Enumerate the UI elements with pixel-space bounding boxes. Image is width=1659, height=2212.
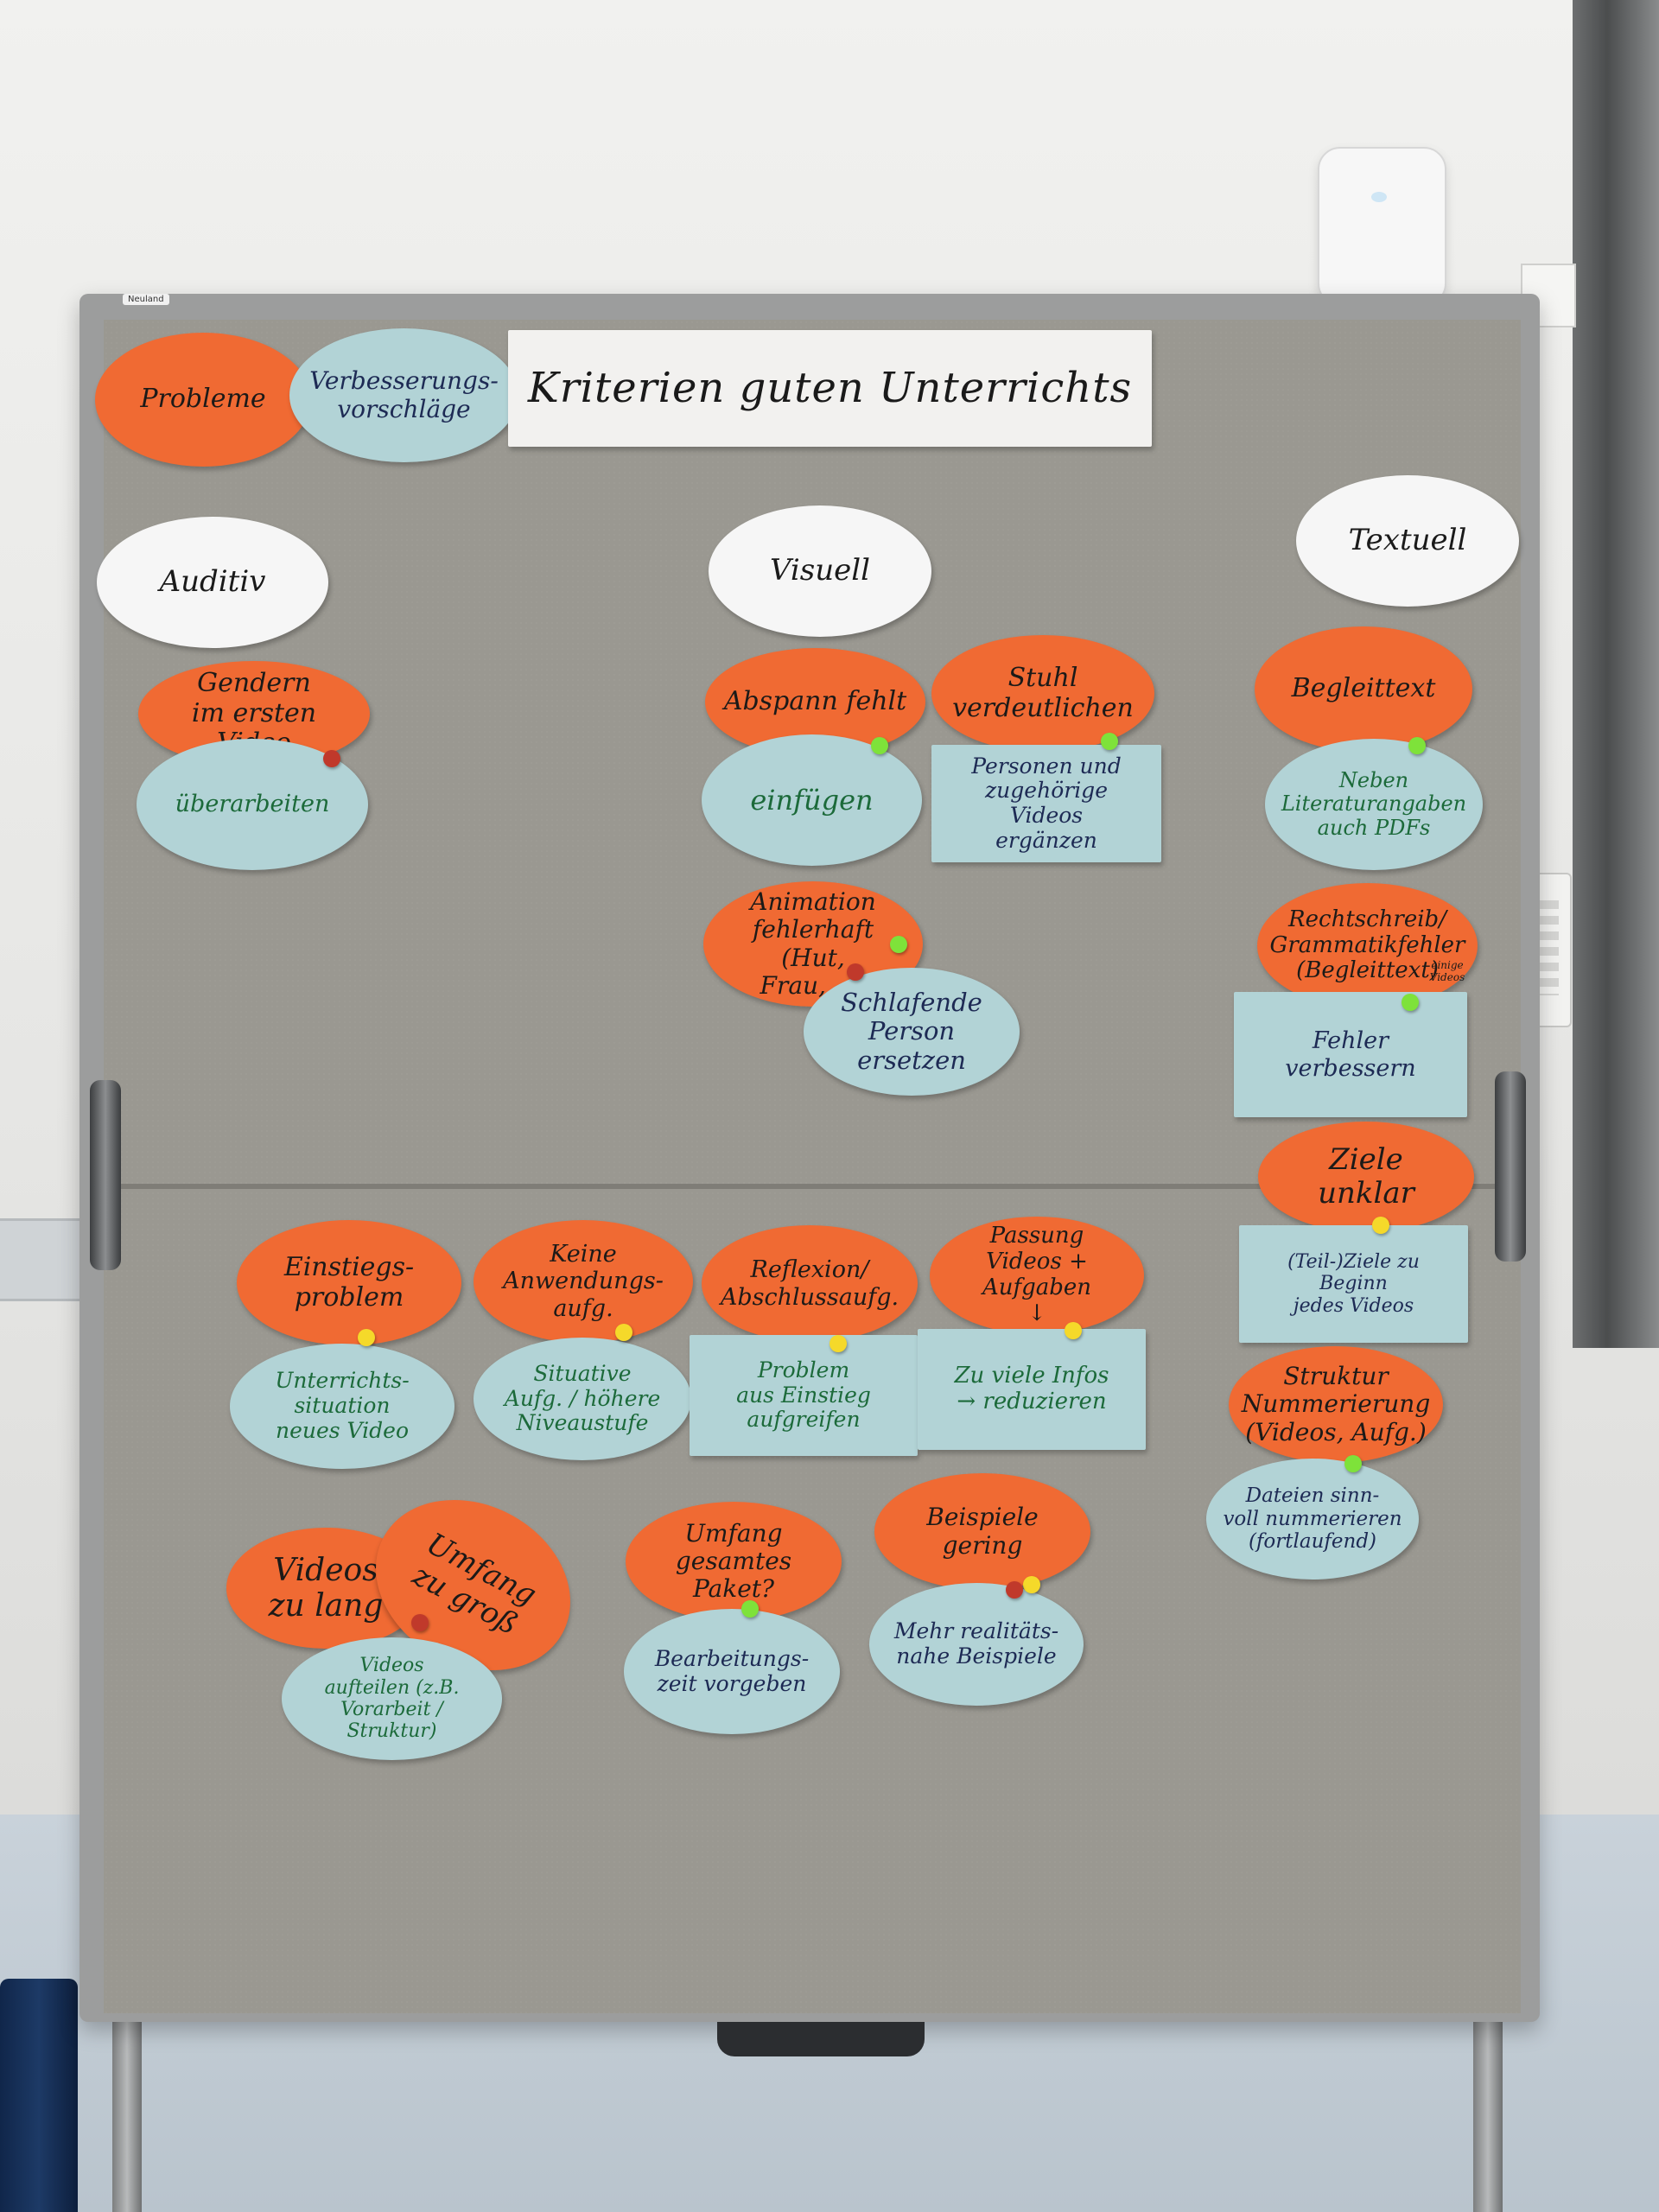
category-text: Textuell	[1296, 475, 1519, 607]
suggestion-card-zu-viele: Zu viele Infos → reduzieren	[918, 1329, 1146, 1450]
suggestion-card-videos-aufteilen: Videos aufteilen (z.B. Vorarbeit / Struk…	[282, 1637, 502, 1760]
suggestion-card-personen: Personen und zugehörige Videos ergänzen	[931, 745, 1161, 862]
pushpin-icon	[847, 963, 864, 981]
suggestion-card-fehler: Fehler verbessern	[1234, 992, 1467, 1117]
marker-tray	[717, 2022, 925, 2056]
pushpin-icon	[1372, 1217, 1389, 1234]
rechtschreib-annotation: einige Videos	[1429, 959, 1465, 983]
suggestion-card-situative: Situative Aufg. / höhere Niveaustufe	[474, 1338, 691, 1460]
pushpin-icon	[358, 1329, 375, 1346]
problem-card-reflexion: Reflexion/ Abschlussaufg.	[702, 1225, 918, 1342]
pushpin-icon	[830, 1335, 847, 1352]
wifi-access-point-icon	[1318, 147, 1446, 306]
pushpin-icon	[1101, 733, 1118, 750]
suggestion-card-teilziele: (Teil-)Ziele zu Beginn jedes Videos	[1239, 1225, 1468, 1343]
pushpin-icon	[1402, 994, 1419, 1011]
pushpin-icon	[411, 1614, 429, 1631]
problem-card-umfang-paket: Umfang gesamtes Paket?	[626, 1502, 842, 1621]
problem-card-beispiele: Beispiele gering	[874, 1473, 1090, 1590]
category-visual: Visuell	[709, 505, 931, 637]
suggestion-card-dateien: Dateien sinn- voll nummerieren (fortlauf…	[1206, 1459, 1419, 1580]
suggestion-card-unterricht: Unterrichts- situation neues Video	[230, 1344, 454, 1469]
problem-card-keine: Keine Anwendungs- aufg.	[474, 1220, 693, 1343]
suggestion-card-einfuegen: einfügen	[702, 734, 922, 866]
suggestion-card-bearbeitung: Bearbeitungs- zeit vorgeben	[624, 1609, 840, 1734]
pushpin-icon	[1023, 1576, 1040, 1593]
category-audio: Auditiv	[97, 517, 328, 648]
problem-card-stuhl: Stuhl verdeutlichen	[931, 635, 1154, 752]
pushpin-icon	[1344, 1455, 1362, 1472]
problem-card-ziele: Ziele unklar	[1258, 1122, 1474, 1232]
brand-label: Neuland	[123, 294, 169, 305]
suggestion-card-schlafende: Schlafende Person ersetzen	[804, 968, 1020, 1096]
suggestion-card-neben: Neben Literaturangaben auch PDFs	[1265, 739, 1483, 870]
legend-suggestions-card: Verbesserungs- vorschläge	[289, 328, 518, 462]
problem-card-rechtschreib: Rechtschreib/ Grammatikfehler (Begleitte…	[1257, 883, 1478, 1008]
legend-problems-card: Probleme	[95, 333, 311, 467]
problem-card-begleittext: Begleittext	[1255, 626, 1472, 752]
pushpin-icon	[1006, 1581, 1023, 1599]
board-clamp-left	[90, 1080, 121, 1270]
board-title: Kriterien guten Unterrichts	[508, 330, 1152, 447]
door-frame	[1573, 0, 1659, 1348]
problem-card-passung: Passung Videos + Aufgaben ↓	[930, 1217, 1144, 1334]
problem-card-einstieg: Einstiegs- problem	[237, 1220, 461, 1345]
problem-card-struktur: Struktur Nummerierung (Videos, Aufg.)	[1229, 1346, 1443, 1463]
pushpin-icon	[1408, 737, 1426, 754]
pushpin-icon	[741, 1600, 759, 1618]
suggestion-card-mehr: Mehr realitäts- nahe Beispiele	[869, 1583, 1084, 1706]
pushpin-icon	[323, 750, 340, 767]
pushpin-icon	[890, 936, 907, 953]
pushpin-icon	[871, 737, 888, 754]
pushpin-icon	[615, 1324, 632, 1341]
board-clamp-right	[1495, 1071, 1526, 1262]
pinboard-seam	[104, 1184, 1521, 1189]
waste-bin	[0, 1979, 78, 2212]
pushpin-icon	[1065, 1322, 1082, 1339]
suggestion-card-problem-einstieg: Problem aus Einstieg aufgreifen	[690, 1335, 918, 1456]
